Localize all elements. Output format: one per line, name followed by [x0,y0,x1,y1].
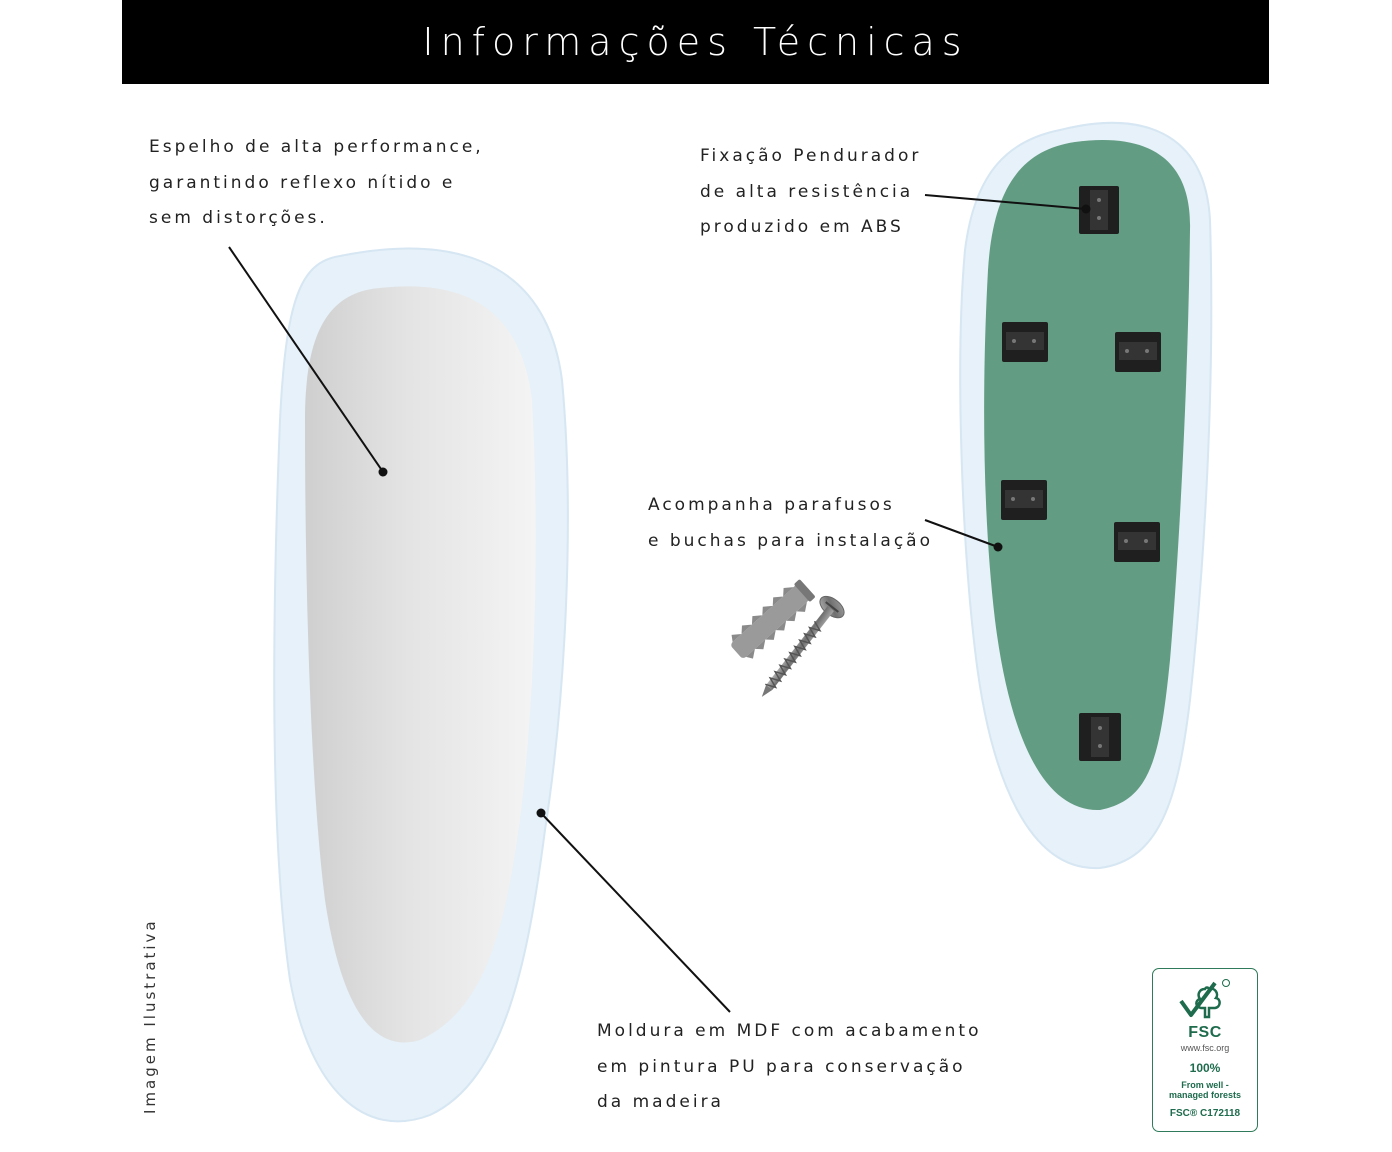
frame-description-line: Moldura em MDF com acabamento [597,1021,982,1041]
callout-line-hanger [924,194,1087,210]
title-bar: Informações Técnicas [122,0,1269,84]
frame-description-line: em pintura PU para conservação [597,1056,966,1077]
callout-dots [378,204,1091,818]
hanger-mid-right-1 [1115,332,1161,372]
screws-description-line: Acompanha parafusos [648,495,895,515]
fsc-site: www.fsc.org [1180,1043,1230,1053]
fsc-tree-check-icon [1179,979,1230,1019]
hanger-description-line: Fixação Pendurador [700,146,922,166]
hanger-mid-left-2 [1001,480,1047,520]
screws-description-line: e buchas para instalação [648,530,933,551]
hanger-mid-right-2 [1114,522,1160,562]
fsc-forest-label: From well - managed forests [1153,1080,1257,1100]
hanger-description-line: produzido em ABS [700,217,904,237]
callout-lines [228,194,1087,1013]
fsc-percent: 100% [1189,1061,1221,1075]
callout-line-screws [924,519,999,548]
mirror-description: Espelho de alta performance, garantindo … [149,130,484,237]
hanger-description: Fixação Pendurador de alta resistência p… [700,139,921,246]
hanger-mid-left-1 [1002,322,1048,362]
fsc-badge: FSC www.fsc.org 100% From well - managed… [1152,968,1258,1132]
screws-description: Acompanha parafusos e buchas para instal… [648,488,933,559]
fsc-forest-line: managed forests [1168,1090,1242,1100]
callout-line-mirror [228,246,384,473]
mirror-description-line: sem distorções. [149,208,328,228]
mirror-glass [305,286,536,1043]
frame-description: Moldura em MDF com acabamento em pintura… [597,1014,982,1121]
back-panel [984,140,1191,811]
frame-description-line: da madeira [597,1092,724,1112]
hanger-top [1079,186,1119,234]
mirror-description-line: Espelho de alta performance, [149,137,484,157]
mirror-description-line: garantindo reflexo nítido e [149,172,456,193]
hanger-description-line: de alta resistência [700,181,914,202]
fsc-code: FSC® C172118 [1169,1108,1241,1119]
illustrative-image-note: Imagem Ilustrativa [141,918,159,1114]
fsc-forest-line: From well - [1181,1080,1229,1090]
fsc-brand: FSC [1188,1024,1222,1041]
callout-line-frame [540,812,731,1013]
hanger-bottom [1079,713,1121,761]
screw-and-plug-image [731,579,845,697]
page-title: Informações Técnicas [422,20,969,64]
